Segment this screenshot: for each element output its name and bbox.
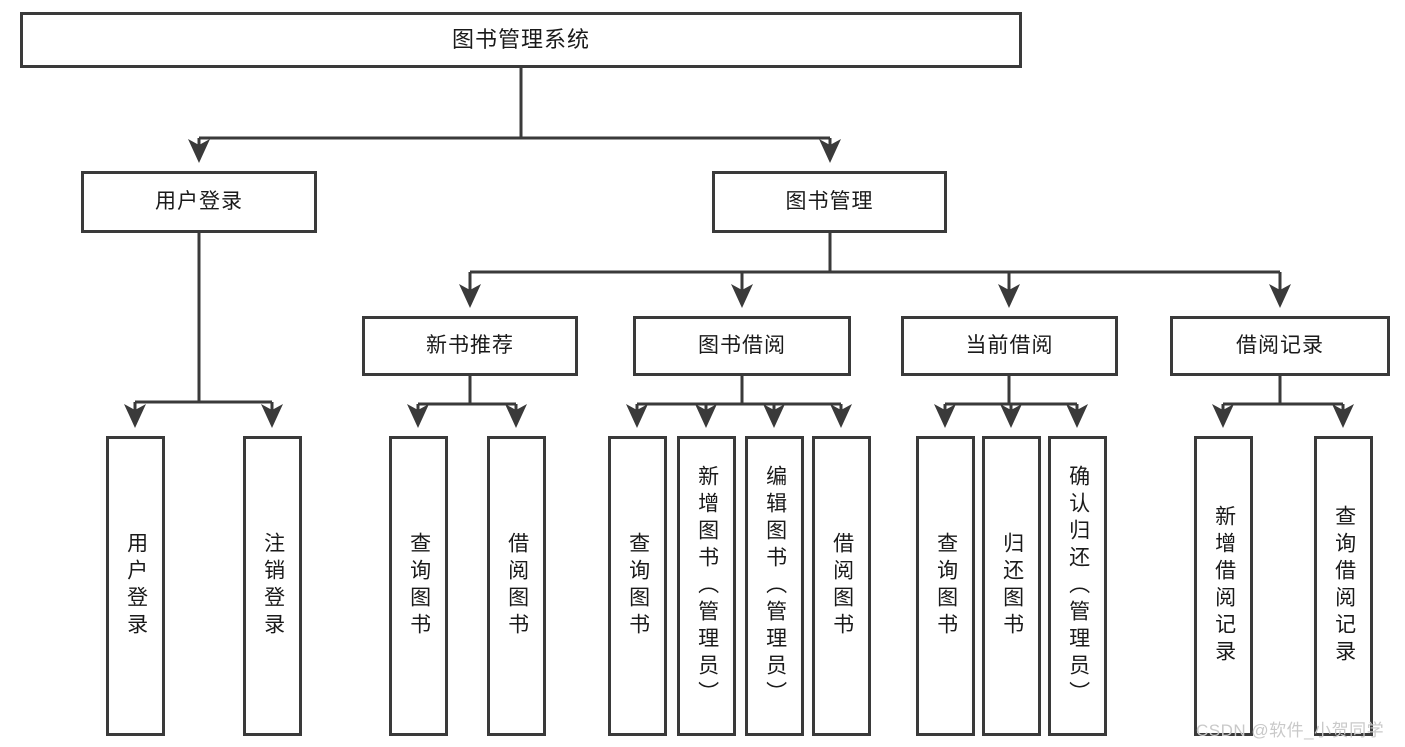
node-label: 新增图书（管理员） [695,464,719,708]
node-label: 查询图书 [934,532,958,640]
node-leaf-query-book-current[interactable]: 查询图书 [916,436,975,736]
node-leaf-borrow-book-recommend[interactable]: 借阅图书 [487,436,546,736]
node-leaf-edit-book[interactable]: 编辑图书（管理员） [745,436,804,736]
node-label: 图书借阅 [698,334,786,358]
node-book-borrow[interactable]: 图书借阅 [633,316,851,376]
node-label: 当前借阅 [965,334,1054,358]
node-label: 新增借阅记录 [1212,505,1236,667]
node-leaf-return-book[interactable]: 归还图书 [982,436,1041,736]
node-label: 借阅图书 [830,532,854,640]
node-leaf-query-book-borrow[interactable]: 查询图书 [608,436,667,736]
node-label: 借阅图书 [505,532,529,640]
node-book-management[interactable]: 图书管理 [712,171,947,233]
node-leaf-user-login[interactable]: 用户登录 [106,436,165,736]
node-leaf-query-borrow-record[interactable]: 查询借阅记录 [1314,436,1373,736]
node-label: 图书管理 [785,190,874,214]
node-label: 用户登录 [124,532,148,640]
node-borrow-record[interactable]: 借阅记录 [1170,316,1390,376]
node-label: 借阅记录 [1236,334,1324,358]
node-leaf-query-book-recommend[interactable]: 查询图书 [389,436,448,736]
node-new-book-recommend[interactable]: 新书推荐 [362,316,578,376]
node-label: 归还图书 [1000,532,1024,640]
node-leaf-add-book[interactable]: 新增图书（管理员） [677,436,736,736]
node-label: 查询图书 [407,532,431,640]
csdn-watermark: CSDN @软件_小贺同学 [1196,721,1385,740]
node-leaf-confirm-return[interactable]: 确认归还（管理员） [1048,436,1107,736]
node-root-system[interactable]: 图书管理系统 [20,12,1022,68]
node-label: 查询借阅记录 [1332,505,1356,667]
node-label: 确认归还（管理员） [1066,464,1090,708]
node-label: 注销登录 [261,532,285,640]
node-label: 编辑图书（管理员） [763,464,787,708]
node-label: 图书管理系统 [451,26,590,52]
node-label: 新书推荐 [426,334,514,358]
node-label: 查询图书 [626,532,650,640]
node-current-borrow[interactable]: 当前借阅 [901,316,1118,376]
node-leaf-add-borrow-record[interactable]: 新增借阅记录 [1194,436,1253,736]
node-user-login[interactable]: 用户登录 [81,171,317,233]
node-label: 用户登录 [155,190,243,214]
node-leaf-user-logout[interactable]: 注销登录 [243,436,302,736]
node-leaf-borrow-book[interactable]: 借阅图书 [812,436,871,736]
